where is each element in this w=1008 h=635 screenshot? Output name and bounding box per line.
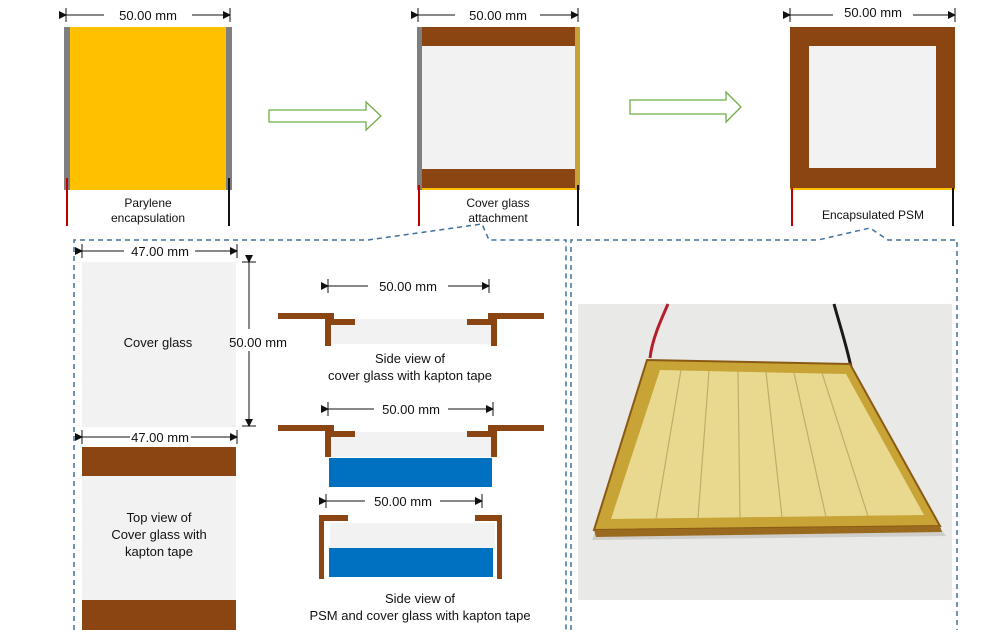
step3-dimension: 50.00 mm <box>844 5 902 20</box>
photo-cell-stripes <box>655 369 869 520</box>
cover-glass-detail: 47.00 mm Cover glass 50.00 mm <box>75 244 287 427</box>
step2-dimension: 50.00 mm <box>469 8 527 23</box>
photo-red-wire <box>648 303 670 359</box>
step2-caption-line1: Cover glass <box>466 196 529 210</box>
step1-right-electrode <box>226 27 232 190</box>
step1-caption-line1: Parylene <box>124 196 172 210</box>
side-view3-line2: PSM and cover glass with kapton tape <box>309 608 530 623</box>
side-view3-dimension: 50.00 mm <box>374 494 432 509</box>
step2-kapton-bottom <box>422 169 575 188</box>
side-view2-glass <box>330 432 494 457</box>
side-view3-psm <box>329 548 493 577</box>
step1-left-electrode <box>64 27 70 190</box>
step1-caption-line2: encapsulation <box>111 211 185 225</box>
module-photo <box>578 303 952 600</box>
cover-glass-rect <box>82 262 236 427</box>
process-arrow-1 <box>268 100 382 132</box>
side-view2-kapton-right <box>467 425 544 457</box>
step1-dimension: 50.00 mm <box>119 8 177 23</box>
step3-module: 50.00 mm Encapsulated PSM <box>783 5 956 226</box>
top-view-line2: Cover glass with <box>111 527 206 542</box>
top-view-line3: kapton tape <box>125 544 193 559</box>
top-view-width: 47.00 mm <box>131 430 189 445</box>
step3-cover-glass <box>809 46 936 168</box>
side-view3-glass <box>330 523 495 548</box>
top-view-detail: 47.00 mm Top view of Cover glass with ka… <box>75 430 238 630</box>
side-view1-kapton-right <box>467 313 544 346</box>
photo-module-active <box>611 370 924 519</box>
process-arrow-2 <box>629 90 742 124</box>
side-view2-dimension: 50.00 mm <box>382 402 440 417</box>
side-view1-kapton-left <box>278 313 355 346</box>
side-view3-kapton-left <box>319 515 348 579</box>
side-view1-line2: cover glass with kapton tape <box>328 368 492 383</box>
side-view1-line1: Side view of <box>375 351 445 366</box>
step1-module: 50.00 mm Parylene encapsulation <box>59 8 232 226</box>
step2-caption-line2: attachment <box>468 211 528 225</box>
step2-cover-glass <box>422 45 575 169</box>
side-view3-kapton-right <box>475 515 502 579</box>
side-view-1: 50.00 mm Side view of cover glass with k… <box>278 279 544 383</box>
photo-panel-border <box>570 227 958 630</box>
dashed-callouts <box>73 223 958 630</box>
top-view-kapton-bottom <box>82 600 236 630</box>
side-view2-psm <box>329 458 492 487</box>
step2-module: 50.00 mm Cover glass attachment <box>411 8 580 226</box>
cover-glass-width: 47.00 mm <box>131 244 189 259</box>
top-view-kapton-top <box>82 447 236 476</box>
side-view1-dimension: 50.00 mm <box>379 279 437 294</box>
side-view3-line1: Side view of <box>385 591 455 606</box>
step3-caption: Encapsulated PSM <box>822 208 924 222</box>
side-view-3: 50.00 mm Side view of PSM and cover glas… <box>309 494 531 623</box>
step2-kapton-top <box>422 27 575 46</box>
top-view-glass <box>82 476 236 600</box>
side-view1-glass <box>330 319 494 344</box>
parylene-layer <box>70 27 226 190</box>
cover-glass-height: 50.00 mm <box>229 335 287 350</box>
side-view2-kapton-left <box>278 425 355 457</box>
detail-panel-border <box>73 223 567 630</box>
side-view-2: 50.00 mm <box>278 402 544 487</box>
cover-glass-label: Cover glass <box>124 335 193 350</box>
top-view-line1: Top view of <box>126 510 191 525</box>
